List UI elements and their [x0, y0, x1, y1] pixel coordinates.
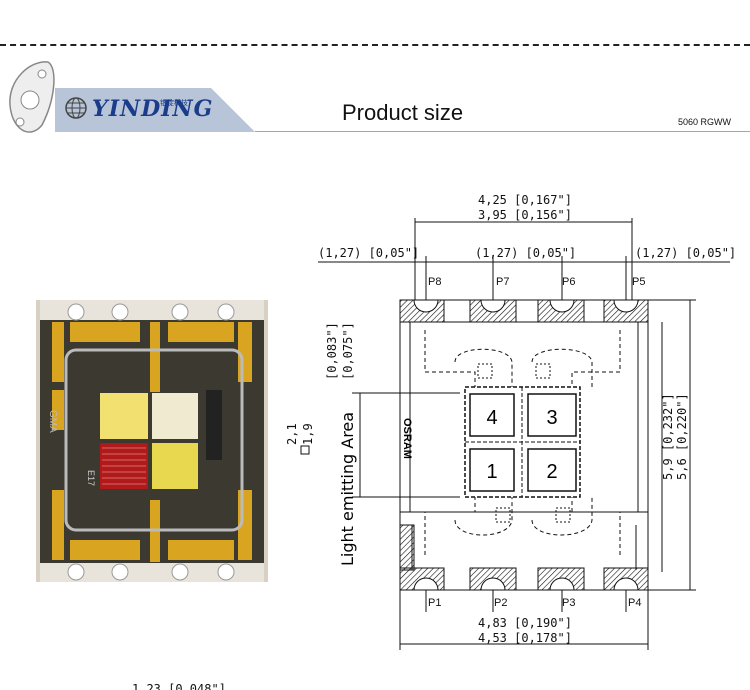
- dim-side-a: 2,1: [285, 423, 299, 445]
- brand-chinese: 银锭科技: [160, 100, 188, 107]
- dim-bottom-width: 4,83 [0,190"]: [478, 616, 572, 630]
- pin-p3: P3: [562, 597, 575, 609]
- pads-top: [399, 299, 649, 591]
- dim-pitch-mid: (1,27) [0,05"]: [475, 246, 576, 260]
- pin-p6: P6: [562, 276, 575, 288]
- osram-mark: OSRAM: [401, 418, 413, 459]
- brand-logo: YINDING: [92, 96, 214, 122]
- model-number: 5060 RGWW: [678, 117, 732, 127]
- photo-mark-e17: E17: [86, 470, 96, 486]
- chip-label-4: 4: [486, 407, 497, 429]
- dim-area-1: [0,083"]: [325, 322, 339, 380]
- dim-pitch-right: (1,27) [0,05"]: [635, 246, 736, 260]
- pin-p4: P4: [628, 597, 641, 609]
- square-symbol: [300, 445, 310, 455]
- pin-p2: P2: [494, 597, 507, 609]
- light-emitting-area-label: Light emitting Area: [338, 412, 357, 566]
- dim-area-2: [0,075"]: [341, 322, 355, 380]
- globe-icon: [65, 97, 87, 119]
- chip-label-3: 3: [546, 407, 557, 429]
- pin-p5: P5: [632, 276, 645, 288]
- dashed-separator: [0, 44, 750, 46]
- chip-yellow-right: [152, 443, 198, 489]
- dim-height-2: 5,6 [0,220"]: [675, 393, 689, 480]
- dim-top-width-2: 3,95 [0,156"]: [478, 208, 572, 222]
- dim-pitch-left: (1,27) [0,05"]: [318, 246, 419, 260]
- chip-label-1: 1: [486, 461, 497, 483]
- dim-footer-cut: 1,23 [0,048"]: [132, 682, 226, 690]
- pin-p8: P8: [428, 276, 441, 288]
- dim-bottom-width-2: 4,53 [0,178"]: [478, 631, 572, 645]
- led-board-icon: [9, 61, 55, 133]
- header-rule: [255, 131, 750, 132]
- dim-height-1: 5,9 [0,232"]: [661, 393, 675, 480]
- dim-side-b: 1,9: [301, 423, 315, 445]
- chip-label-2: 2: [546, 461, 557, 483]
- pin-p7: P7: [496, 276, 509, 288]
- chip-yellow-left: [100, 393, 148, 439]
- chip-white: [152, 393, 198, 439]
- dim-top-width: 4,25 [0,167"]: [478, 193, 572, 207]
- photo-mark-gma: GMA: [47, 410, 58, 433]
- page-title: Product size: [342, 100, 464, 125]
- pin-p1: P1: [428, 597, 441, 609]
